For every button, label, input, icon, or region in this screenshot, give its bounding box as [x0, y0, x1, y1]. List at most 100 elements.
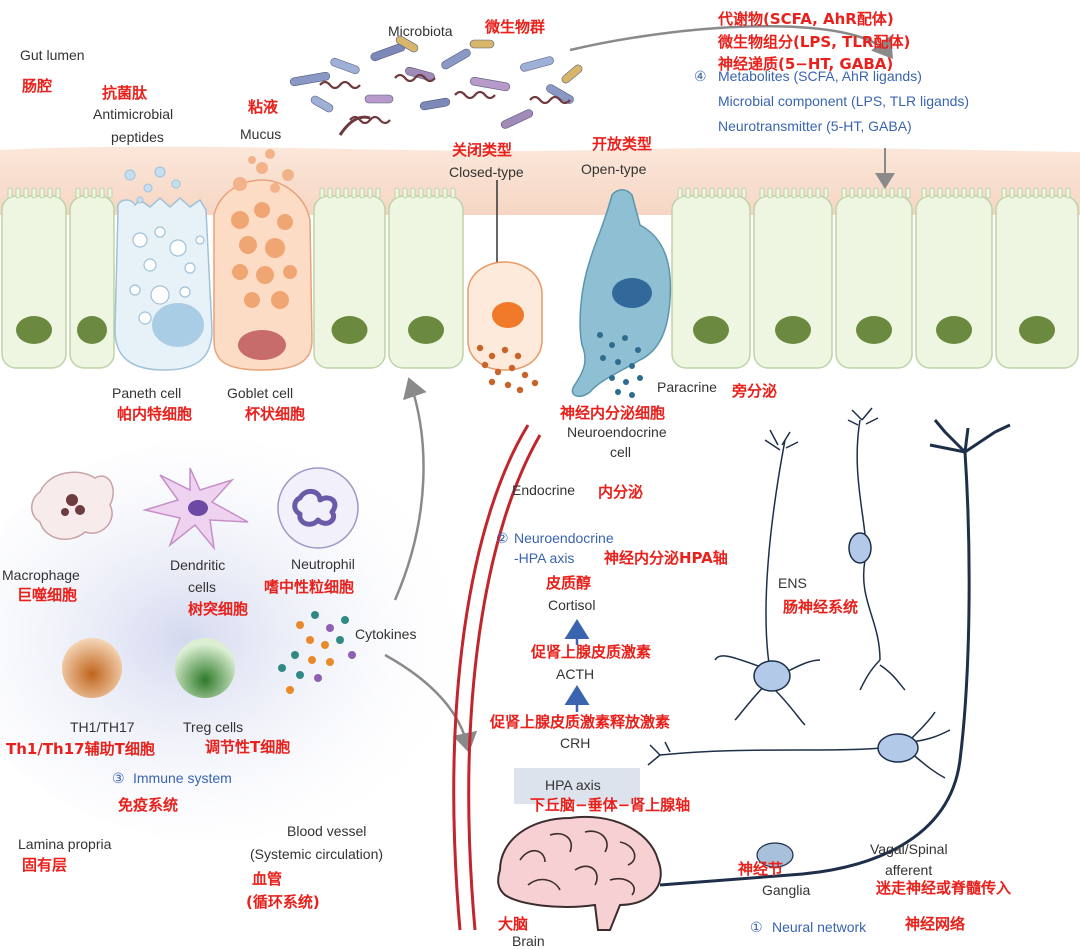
blood-vessel-line-2: [467, 434, 542, 931]
hpa-axis-box: [514, 768, 640, 804]
closed-type-secretory-granules: [476, 344, 539, 394]
vagal-label-zh: 迷走神经或脊髓传入: [875, 879, 1011, 897]
open-type-secretory-granules: [597, 332, 643, 398]
epithelial-cell: [671, 187, 751, 369]
paneth-cell-label-zh: 帕内特细胞: [117, 405, 192, 423]
mucus-label-zh: 粘液: [248, 98, 279, 116]
vagal-label-2: afferent: [885, 862, 932, 878]
vagal-label-1: Vagal/Spinal: [870, 841, 948, 857]
endocrine-label-zh: 内分泌: [598, 483, 643, 501]
immune-label-zh: 免疫系统: [118, 796, 178, 814]
open-type-label-zh: 开放类型: [592, 135, 652, 153]
crh-label: CRH: [560, 735, 590, 751]
acth-label-zh: 促肾上腺皮质激素: [530, 643, 651, 661]
endocrine-label: Endocrine: [512, 482, 575, 498]
epithelial-cell: [313, 187, 386, 369]
metabolites-label: Metabolites (SCFA, AhR ligands): [718, 68, 922, 84]
brain-label: Brain: [512, 933, 545, 949]
crh-label-zh: 促肾上腺皮质激素释放激素: [489, 713, 670, 731]
immune-label: Immune system: [133, 770, 232, 786]
enteric-nervous-system: [647, 407, 951, 779]
blood-vessel-line-1: [452, 424, 530, 931]
cortisol-label-zh: 皮质醇: [546, 574, 591, 592]
macrophage-cell: [31, 471, 114, 540]
ganglia: [756, 842, 794, 868]
metabolites-arrow: [569, 25, 894, 59]
ganglia-label-zh: 神经节: [738, 860, 783, 878]
goblet-cell: [213, 179, 313, 371]
dendritic-cell: [142, 467, 249, 551]
treg-label-zh: 调节性T细胞: [205, 738, 290, 756]
vagal-nerve: [659, 419, 1011, 887]
neural-number: ①: [750, 919, 763, 935]
metabolites-label-zh: 代谢物(SCFA, AhR配体): [717, 10, 894, 28]
closed-type-label-zh: 关闭类型: [452, 141, 512, 159]
mucus-droplets: [233, 149, 294, 193]
th-label: TH1/TH17: [70, 719, 135, 735]
hpa-label-1: Neuroendocrine: [514, 530, 614, 546]
cytokines-to-blood-arrow: [384, 653, 478, 753]
dendritic-label-2: cells: [188, 579, 216, 595]
open-type-label: Open-type: [581, 161, 647, 177]
treg-cell: [175, 638, 235, 698]
epithelial-cell: [995, 187, 1079, 369]
acth-label: ACTH: [556, 666, 594, 682]
closed-type-neuroendocrine-cell: [467, 180, 543, 371]
neuroendocrine-cell-label-zh: 神经内分泌细胞: [560, 404, 665, 422]
ens-label: ENS: [778, 575, 807, 591]
hpa-label-zh: 神经内分泌HPA轴: [604, 549, 728, 567]
antimicrobial-peptides-label-1: Antimicrobial: [93, 106, 173, 122]
neutrophil-cell: [277, 467, 359, 549]
hpa-axis-label: HPA axis: [545, 777, 601, 793]
hpa-label-2: -HPA axis: [514, 550, 574, 566]
brain-label-zh: 大脑: [498, 915, 528, 933]
neuroendocrine-cell-label-1: Neuroendocrine: [567, 424, 667, 440]
epithelial-cell: [915, 187, 993, 369]
immune-number: ③: [112, 770, 125, 786]
antimicrobial-peptide-granules: [124, 166, 181, 204]
neural-label: Neural network: [772, 919, 867, 935]
paneth-cell-label: Paneth cell: [112, 385, 181, 401]
epithelial-cell: [69, 187, 115, 369]
microbial-component-label: Microbial component (LPS, TLR ligands): [718, 93, 969, 109]
paneth-cell: [114, 196, 213, 371]
closed-type-label: Closed-type: [449, 164, 524, 180]
th-label-zh: Th1/Th17辅助T细胞: [6, 740, 155, 758]
gut-lumen-label-zh: 肠腔: [22, 77, 52, 95]
neural-label-zh: 神经网络: [905, 915, 965, 933]
antimicrobial-peptides-label-2: peptides: [111, 129, 164, 145]
macrophage-label: Macrophage: [2, 567, 80, 583]
paracrine-label: Paracrine: [657, 379, 717, 395]
hpa-axis-label-zh: 下丘脑−垂体−肾上腺轴: [530, 796, 690, 814]
treg-label: Treg cells: [183, 719, 243, 735]
open-type-neuroendocrine-cell: [571, 189, 672, 397]
blood-vessel-label-1: Blood vessel: [287, 823, 366, 839]
ganglia-label: Ganglia: [762, 882, 810, 898]
th-cell: [62, 638, 122, 698]
neurotransmitter-label: Neurotransmitter (5-HT, GABA): [718, 118, 912, 134]
cytokines-label: Cytokines: [355, 626, 416, 642]
antimicrobial-peptides-label-zh: 抗菌肽: [102, 84, 148, 102]
microbiota-label: Microbiota: [388, 23, 453, 39]
neuroendocrine-cell-label-2: cell: [610, 444, 631, 460]
blood-vessel-label-zh-2: (循环系统): [246, 893, 320, 911]
paracrine-label-zh: 旁分泌: [731, 382, 777, 400]
immune-zone-background: [0, 440, 460, 840]
neurotransmitter-label-zh: 神经递质(5−HT, GABA): [718, 55, 893, 73]
gut-lumen-label: Gut lumen: [20, 47, 85, 63]
goblet-cell-label-zh: 杯状细胞: [245, 405, 305, 423]
lamina-propria-label-zh: 固有层: [22, 856, 67, 874]
dendritic-label-zh: 树突细胞: [188, 600, 248, 618]
dendritic-label-1: Dendritic: [170, 557, 225, 573]
mucus-label: Mucus: [240, 126, 281, 142]
cytokines-dots: [278, 611, 356, 694]
metabolites-number: ④: [694, 68, 707, 84]
goblet-cell-label: Goblet cell: [227, 385, 293, 401]
hpa-number: ②: [496, 530, 509, 546]
epithelial-cell: [388, 187, 464, 369]
epithelial-cell: [1, 187, 67, 369]
ens-neuron-2: [848, 532, 872, 564]
lamina-propria-label: Lamina propria: [18, 836, 112, 852]
brain: [497, 815, 662, 931]
